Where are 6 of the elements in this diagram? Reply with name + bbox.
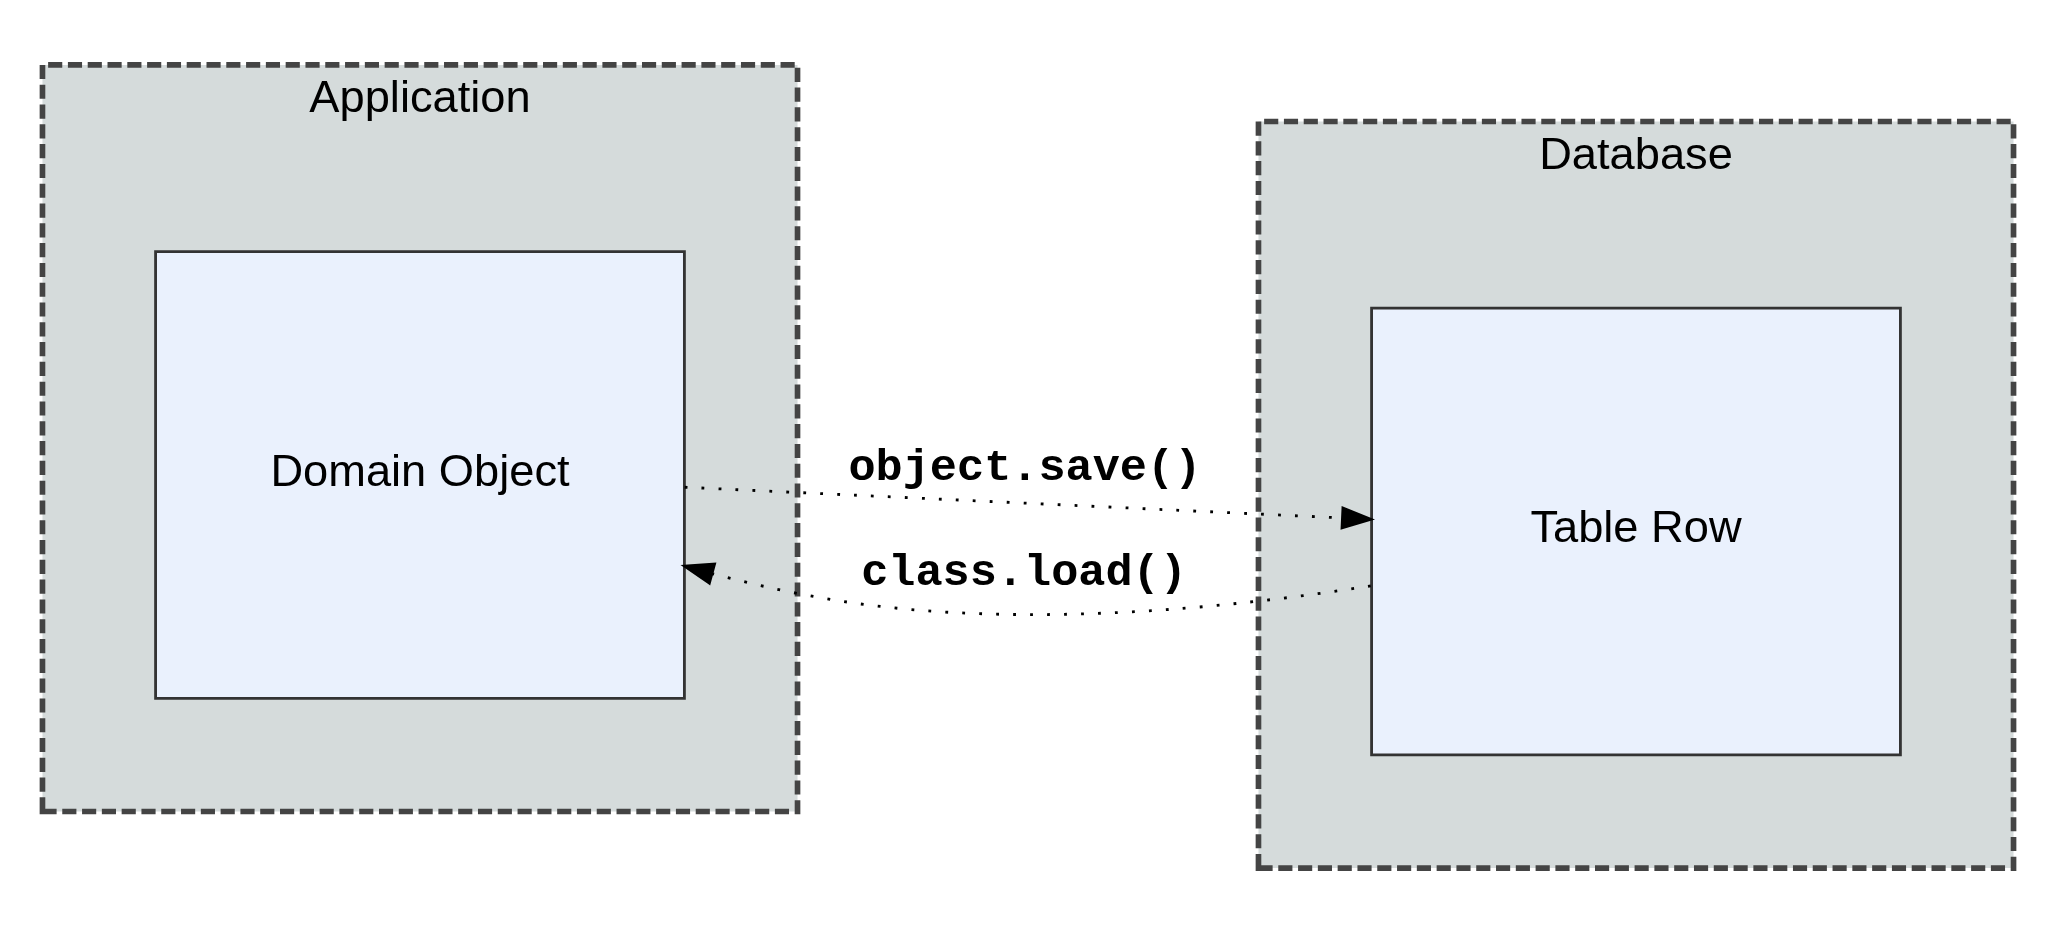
node-box: Table Row (1370, 306, 1902, 756)
arrow (684, 485, 1375, 530)
arrow (680, 562, 1371, 616)
edge-label: class.load() (861, 546, 1187, 599)
node-box: Domain Object (154, 249, 686, 700)
edge-label: object.save() (848, 441, 1202, 494)
